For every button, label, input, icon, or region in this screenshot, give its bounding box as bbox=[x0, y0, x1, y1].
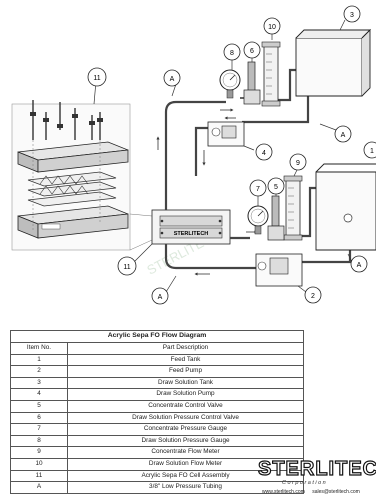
callout-7: 7 bbox=[249, 179, 267, 197]
draw-flow-meter bbox=[261, 41, 281, 107]
svg-text:A: A bbox=[357, 262, 362, 269]
callout-2: 2 bbox=[304, 286, 322, 304]
draw-solution-pump bbox=[207, 121, 245, 147]
legend-item-number: 8 bbox=[10, 434, 68, 448]
draw-pressure-valve bbox=[240, 61, 261, 105]
legend-item-number: 3 bbox=[10, 376, 68, 390]
legend-item-description: Draw Solution Pressure Gauge bbox=[67, 434, 304, 448]
legend-item-number: 1 bbox=[10, 353, 68, 367]
concentrate-control-valve bbox=[267, 195, 285, 241]
legend-item-number: 5 bbox=[10, 399, 68, 413]
legend-item-description: Concentrate Pressure Gauge bbox=[67, 423, 304, 436]
callout-11-top: 11 bbox=[87, 67, 107, 87]
svg-text:3: 3 bbox=[350, 12, 354, 19]
legend-item-description: Feed Tank bbox=[67, 353, 304, 367]
legend-item-number: 7 bbox=[10, 423, 68, 436]
feed-tank bbox=[315, 163, 376, 251]
legend-item-number: A bbox=[10, 481, 68, 494]
legend-item-description: Draw Solution Pump bbox=[67, 388, 304, 401]
svg-text:STERLITECH: STERLITECH bbox=[174, 231, 209, 237]
callout-8: 8 bbox=[223, 43, 241, 61]
svg-text:11: 11 bbox=[123, 264, 130, 271]
callout-6: 6 bbox=[243, 41, 261, 59]
draw-pressure-gauge bbox=[219, 69, 241, 99]
brand-contact: www.sterlitech.com sales@sterlitech.com bbox=[262, 489, 366, 495]
svg-text:11: 11 bbox=[93, 75, 100, 82]
concentrate-flow-meter bbox=[283, 175, 303, 241]
legend-item-number: 4 bbox=[10, 388, 68, 401]
legend-header-description: Part Description bbox=[67, 342, 304, 355]
svg-text:A: A bbox=[341, 132, 346, 139]
svg-text:9: 9 bbox=[296, 160, 300, 167]
callout-5: 5 bbox=[267, 177, 285, 195]
legend-item-number: 9 bbox=[10, 446, 68, 459]
legend-item-description: Draw Solution Pressure Control Valve bbox=[67, 411, 304, 425]
legend-item-number: 10 bbox=[10, 457, 68, 471]
svg-text:A: A bbox=[170, 76, 175, 83]
tubing-callout-a4: A bbox=[151, 287, 169, 305]
svg-text:8: 8 bbox=[230, 50, 234, 57]
cell-assembly: STERLITECH bbox=[151, 209, 231, 245]
svg-text:2: 2 bbox=[311, 293, 315, 300]
legend-item-description: Draw Solution Tank bbox=[67, 376, 304, 390]
exploded-cell-assembly bbox=[11, 100, 131, 251]
callout-11-cell: 11 bbox=[117, 256, 137, 276]
svg-text:4: 4 bbox=[262, 150, 266, 157]
brand-email: sales@sterlitech.com bbox=[312, 489, 360, 495]
svg-text:6: 6 bbox=[250, 48, 254, 55]
legend-item-number: 2 bbox=[10, 365, 68, 378]
callout-1: 1 bbox=[363, 141, 376, 159]
callout-4: 4 bbox=[255, 143, 273, 161]
tubing-callout-a2: A bbox=[334, 125, 352, 143]
tubing-callout-a3: A bbox=[350, 255, 368, 273]
legend-item-description: Feed Pump bbox=[67, 365, 304, 378]
parts-legend-table: Acrylic Sepa FO Flow Diagram Item No. Pa… bbox=[10, 330, 304, 494]
draw-solution-tank bbox=[295, 28, 372, 97]
legend-header-item: Item No. bbox=[10, 342, 68, 355]
svg-text:10: 10 bbox=[268, 24, 276, 31]
legend-title: Acrylic Sepa FO Flow Diagram bbox=[10, 330, 304, 343]
brand-tagline: Corporation bbox=[282, 480, 328, 486]
svg-text:A: A bbox=[158, 294, 163, 301]
legend-item-number: 6 bbox=[10, 411, 68, 425]
svg-text:7: 7 bbox=[256, 186, 260, 193]
tubing-callout-a1: A bbox=[163, 69, 181, 87]
brand-name: STERLITECH bbox=[257, 457, 376, 480]
callout-9: 9 bbox=[289, 153, 307, 171]
callout-10: 10 bbox=[263, 17, 281, 35]
feed-pump bbox=[255, 253, 303, 287]
legend-item-description: 3/8" Low Pressure Tubing bbox=[67, 481, 304, 494]
legend-item-description: Concentrate Flow Meter bbox=[67, 446, 304, 459]
svg-text:5: 5 bbox=[274, 184, 278, 191]
legend-item-number: 11 bbox=[10, 469, 68, 483]
callout-3: 3 bbox=[343, 5, 361, 23]
concentrate-pressure-gauge bbox=[247, 205, 269, 235]
sterlitech-logo: STERLITECH Corporation www.sterlitech.co… bbox=[257, 457, 376, 500]
flow-diagram: STERLITECH bbox=[11, 5, 376, 305]
svg-text:1: 1 bbox=[370, 148, 374, 155]
brand-website: www.sterlitech.com bbox=[262, 489, 305, 495]
legend-item-description: Concentrate Control Valve bbox=[67, 399, 304, 413]
